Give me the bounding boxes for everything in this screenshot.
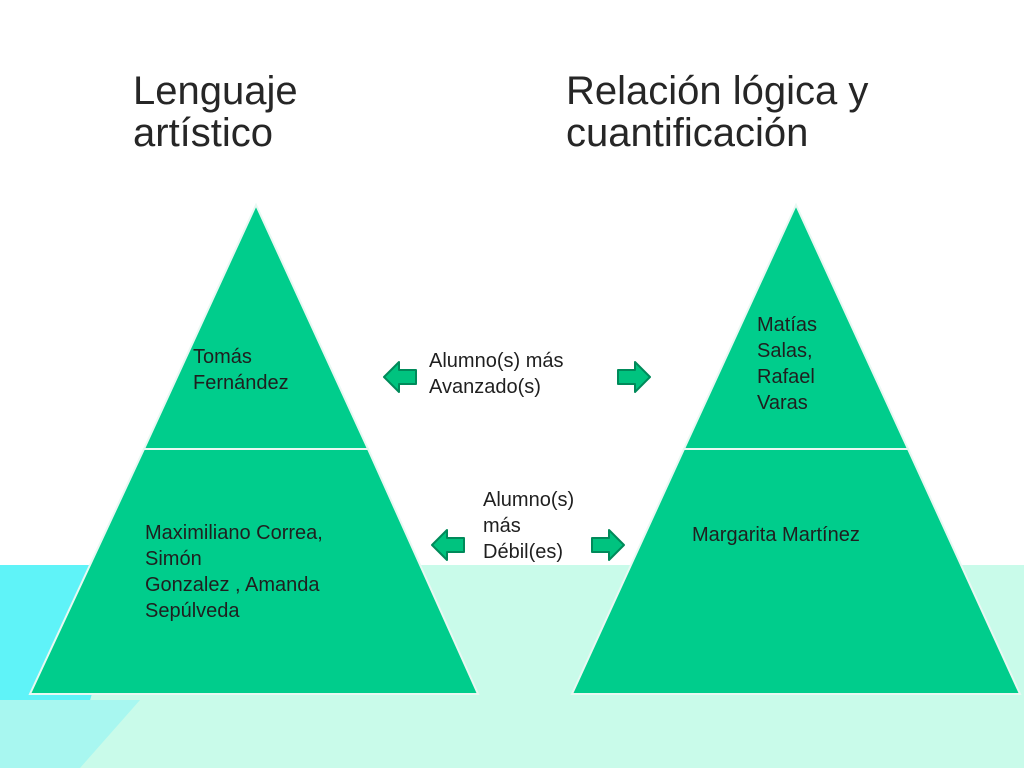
pyramid-right-top-label: Matías Salas, Rafael Varas [757, 312, 817, 416]
name-line: Maximiliano Correa, [145, 522, 323, 544]
connector-line: más [483, 515, 521, 537]
pyramid-left-bottom [28, 448, 480, 695]
name-line: Sepúlveda [145, 600, 240, 622]
pyramid-left-top-label: Tomás Fernández [193, 344, 289, 396]
title-right-line-2: cuantificación [566, 111, 809, 155]
connector-line: Débil(es) [483, 541, 564, 563]
pyramid-right-bottom-label: Margarita Martínez [692, 522, 860, 548]
connector-line: Alumno(s) más [429, 350, 564, 372]
name-line: Fernández [193, 372, 289, 394]
name-line: Tomás [193, 346, 252, 368]
arrow-right-icon [591, 529, 625, 561]
connector-weaker-label: Alumno(s) más Débil(es) [483, 487, 574, 565]
connector-advanced-label: Alumno(s) más Avanzado(s) [429, 348, 563, 400]
pyramid-left-bottom-label: Maximiliano Correa, Simón Gonzalez , Ama… [145, 520, 323, 624]
name-line: Margarita Martínez [692, 524, 860, 546]
pyramid-right [570, 202, 1022, 695]
name-line: Salas, [757, 340, 813, 362]
title-right: Relación lógica y cuantificación [566, 70, 868, 154]
name-line: Rafael [757, 366, 815, 388]
name-line: Simón [145, 548, 202, 570]
arrow-left-icon [431, 529, 465, 561]
connector-line: Avanzado(s) [429, 376, 541, 398]
name-line: Matías [757, 314, 818, 336]
pyramid-right-bottom [570, 448, 1022, 695]
arrow-right-icon [617, 361, 651, 393]
title-right-line-1: Relación lógica y [566, 69, 869, 113]
arrow-left-icon [383, 361, 417, 393]
title-left-line-1: Lenguaje [133, 69, 298, 113]
connector-line: Alumno(s) [483, 489, 575, 511]
name-line: Varas [757, 392, 808, 414]
title-left-line-2: artístico [133, 111, 274, 155]
background-light-wedge [0, 700, 140, 768]
title-left: Lenguaje artístico [133, 70, 298, 154]
pyramid-left [28, 202, 480, 695]
name-line: Gonzalez , Amanda [145, 574, 320, 596]
pyramid-left-top [142, 202, 370, 450]
